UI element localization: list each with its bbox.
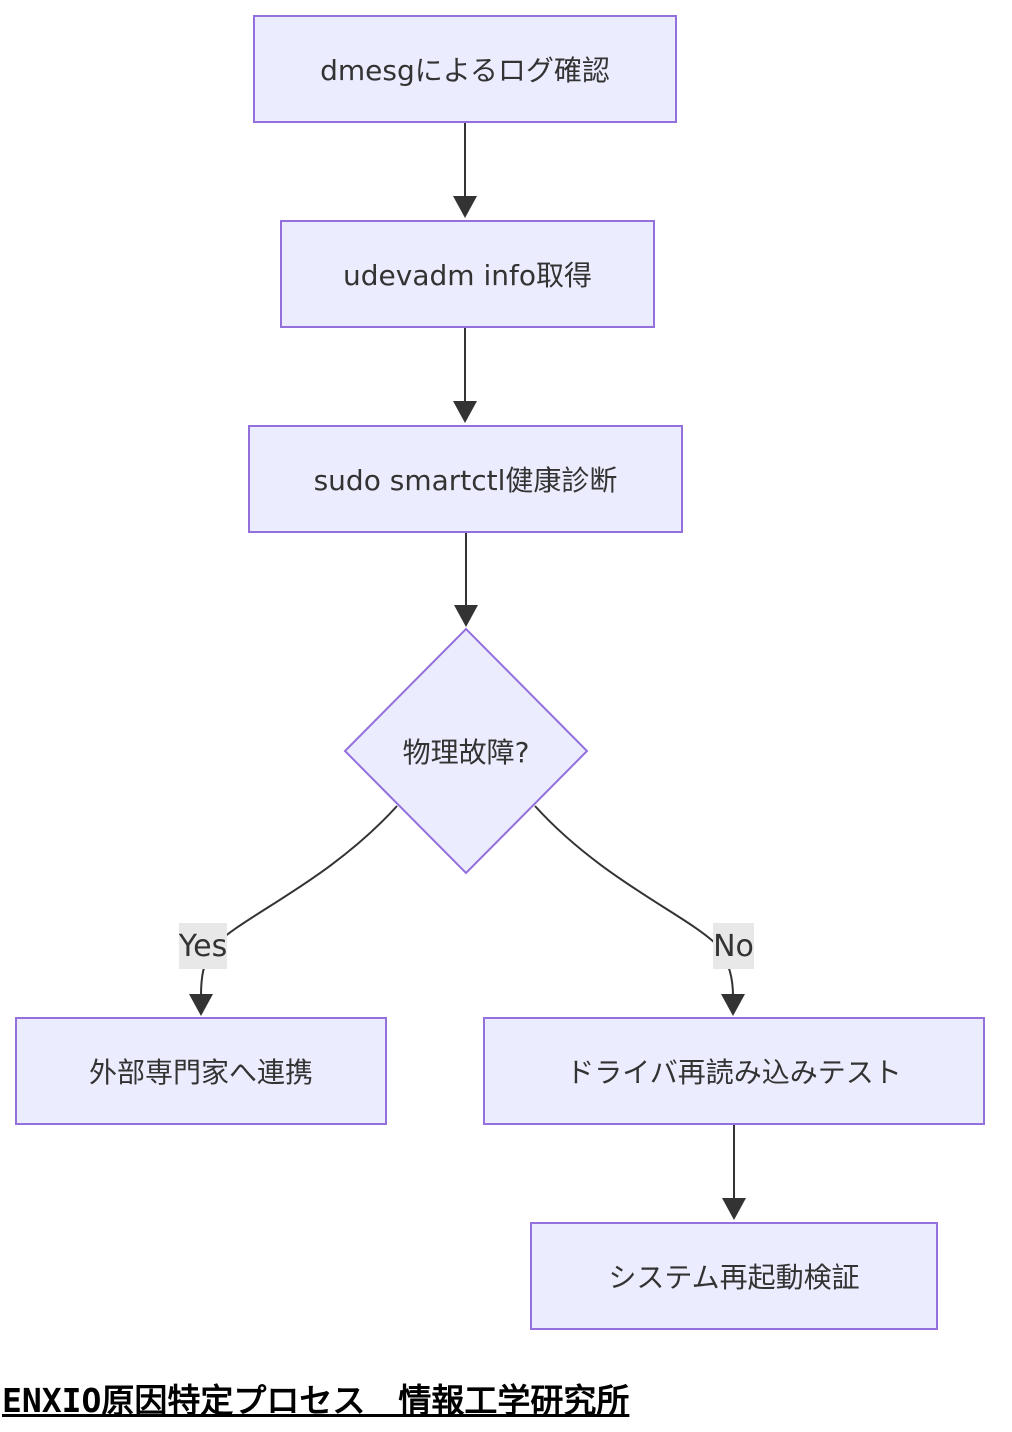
arrowhead-no xyxy=(721,994,745,1016)
node-step2-label: udevadm info取得 xyxy=(343,259,592,292)
arrowhead-decision xyxy=(454,605,478,627)
node-no-branch-label: ドライバ再読み込みテスト xyxy=(566,1056,902,1089)
node-decision-label: 物理故障? xyxy=(346,721,586,781)
node-step2: udevadm info取得 xyxy=(280,220,655,328)
edge-label-yes: Yes xyxy=(179,923,227,969)
diagram-caption: ENXIO原因特定プロセス 情報工学研究所 xyxy=(2,1381,630,1420)
decision-text: 物理故障? xyxy=(402,736,530,769)
node-step3-label: sudo smartctl健康診断 xyxy=(313,464,618,497)
arrowhead-yes xyxy=(189,994,213,1016)
node-yes-branch-label: 外部専門家へ連携 xyxy=(88,1056,313,1089)
node-step1-label: dmesgによるログ確認 xyxy=(320,54,610,87)
node-no-branch: ドライバ再読み込みテスト xyxy=(483,1017,985,1125)
arrowhead-step2 xyxy=(453,196,477,218)
edge-label-no-text: No xyxy=(713,928,754,964)
arrowhead-step3 xyxy=(453,401,477,423)
node-yes-branch: 外部専門家へ連携 xyxy=(15,1017,387,1125)
node-step1: dmesgによるログ確認 xyxy=(253,15,677,123)
edge-label-no: No xyxy=(713,923,754,969)
node-final-label: システム再起動検証 xyxy=(608,1261,860,1294)
node-final: システム再起動検証 xyxy=(530,1222,938,1330)
node-step3: sudo smartctl健康診断 xyxy=(248,425,683,533)
arrowhead-final xyxy=(722,1198,746,1220)
edge-decision-yes xyxy=(200,805,398,997)
edge-decision-no xyxy=(534,805,734,997)
decision-diamond-shape xyxy=(343,627,589,875)
edge-label-yes-text: Yes xyxy=(178,928,228,964)
